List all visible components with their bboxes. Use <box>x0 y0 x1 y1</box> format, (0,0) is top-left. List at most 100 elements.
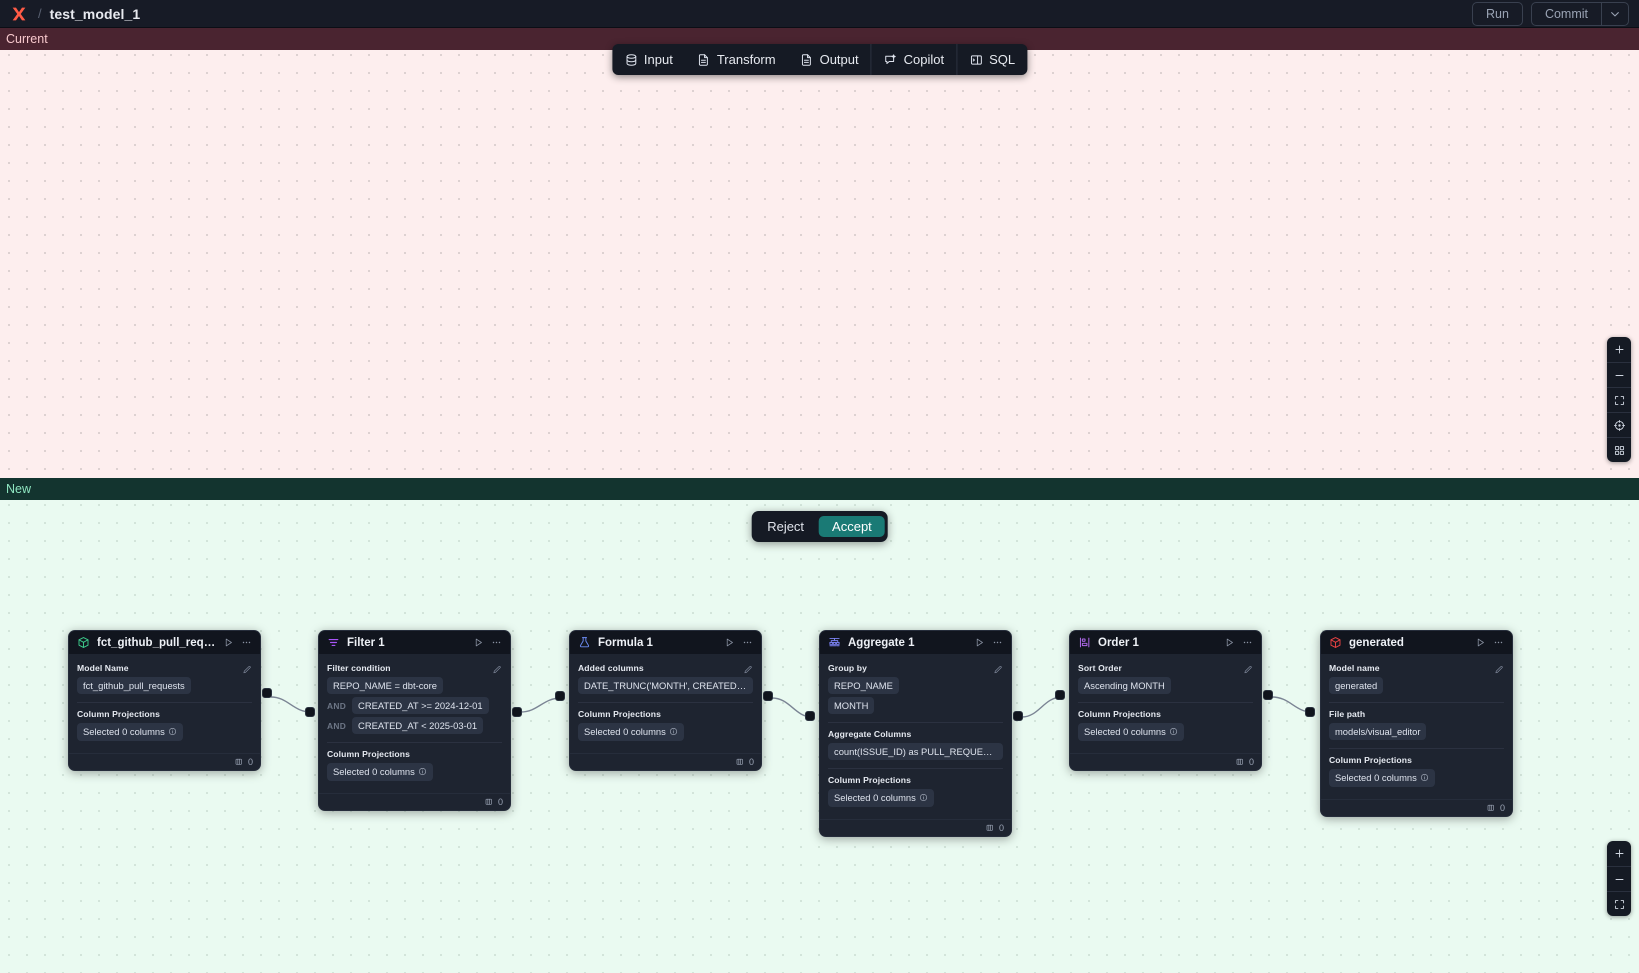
value-pill[interactable]: REPO_NAME <box>828 677 899 694</box>
value-pill-text: Selected 0 columns <box>584 726 666 737</box>
zoom-current-fit-view-icon[interactable] <box>1607 387 1631 412</box>
condition-value[interactable]: CREATED_AT >= 2024-12-01 <box>352 697 489 714</box>
ellipsis-icon[interactable] <box>491 637 502 648</box>
value-pill[interactable]: count(ISSUE_ID) as PULL_REQUEST_… <box>828 743 1003 760</box>
value-pill[interactable]: Selected 0 columns <box>1078 723 1184 742</box>
zoom-new-fit-view-icon[interactable] <box>1607 891 1631 916</box>
zoom-current-recenter-icon[interactable] <box>1607 412 1631 437</box>
value-pill[interactable]: Ascending MONTH <box>1078 677 1171 694</box>
info-icon[interactable] <box>919 793 928 804</box>
port-filter-in[interactable] <box>305 707 315 717</box>
filter-condition-row[interactable]: AND CREATED_AT >= 2024-12-01 <box>327 697 502 714</box>
port-generated-in[interactable] <box>1305 707 1315 717</box>
mode-tab-sql[interactable]: SQL <box>956 44 1027 75</box>
value-pill-text: generated <box>1335 680 1378 691</box>
port-order-out[interactable] <box>1263 690 1273 700</box>
value-pill[interactable]: Selected 0 columns <box>828 789 934 808</box>
chevron-down-icon[interactable] <box>1601 2 1628 25</box>
section-label: Filter condition <box>327 663 391 673</box>
zoom-current-plus-icon[interactable] <box>1607 337 1631 362</box>
play-icon[interactable] <box>724 637 735 648</box>
play-icon[interactable] <box>473 637 484 648</box>
run-button[interactable]: Run <box>1472 1 1523 26</box>
value-pill[interactable]: fct_github_pull_requests <box>77 677 191 694</box>
filter-condition-row[interactable]: REPO_NAME = dbt-core <box>327 677 502 694</box>
section-label: Column Projections <box>828 775 911 785</box>
value-pill[interactable]: MONTH <box>828 697 875 714</box>
value-pill[interactable]: Selected 0 columns <box>327 763 433 782</box>
play-icon[interactable] <box>1224 637 1235 648</box>
ellipsis-icon[interactable] <box>742 637 753 648</box>
section-label: Model name <box>1329 663 1380 673</box>
pencil-icon[interactable] <box>1243 662 1253 680</box>
column-count: 0 <box>1248 757 1254 768</box>
value-pill[interactable]: Selected 0 columns <box>1329 769 1435 788</box>
zoom-controls-current <box>1607 337 1631 462</box>
info-icon[interactable] <box>1420 773 1429 784</box>
zoom-current-minus-icon[interactable] <box>1607 362 1631 387</box>
ellipsis-icon[interactable] <box>241 637 252 648</box>
value-pill-text: Selected 0 columns <box>83 726 165 737</box>
current-pane-label: Current <box>0 28 1639 50</box>
mode-tab-output[interactable]: Output <box>788 44 871 75</box>
value-pill[interactable]: generated <box>1329 677 1384 694</box>
port-aggregate-in[interactable] <box>805 711 815 721</box>
commit-button[interactable]: Commit <box>1544 6 1588 21</box>
zoom-new-minus-icon[interactable] <box>1607 866 1631 891</box>
value-pill[interactable]: DATE_TRUNC('MONTH', CREATED_AT… <box>578 677 753 694</box>
info-icon[interactable] <box>1169 727 1178 738</box>
play-icon[interactable] <box>1475 637 1486 648</box>
info-icon[interactable] <box>418 767 427 778</box>
reject-button[interactable]: Reject <box>767 519 805 534</box>
ellipsis-icon[interactable] <box>992 637 1003 648</box>
port-formula-in[interactable] <box>555 691 565 701</box>
info-icon[interactable] <box>669 727 678 738</box>
mode-tab-transform[interactable]: Transform <box>685 44 788 75</box>
pencil-icon[interactable] <box>743 662 753 680</box>
play-icon[interactable] <box>223 637 234 648</box>
info-icon[interactable] <box>168 727 177 738</box>
port-formula-out[interactable] <box>763 691 773 701</box>
condition-value[interactable]: CREATED_AT < 2025-03-01 <box>352 717 484 734</box>
zoom-controls-new <box>1607 841 1631 916</box>
mode-tab-copilot[interactable]: Copilot <box>870 44 956 75</box>
node-footer: 0 <box>1070 753 1261 770</box>
pencil-icon[interactable] <box>1494 662 1504 680</box>
pencil-icon[interactable] <box>242 662 252 680</box>
database-icon <box>624 53 638 67</box>
value-pill[interactable]: Selected 0 columns <box>578 723 684 742</box>
zoom-new-plus-icon[interactable] <box>1607 841 1631 866</box>
dbt-x-logo-icon[interactable] <box>10 5 28 23</box>
port-filter-out[interactable] <box>512 707 522 717</box>
play-icon[interactable] <box>974 637 985 648</box>
zoom-current-grid-icon[interactable] <box>1607 437 1631 462</box>
value-pill[interactable]: Selected 0 columns <box>77 723 183 742</box>
port-aggregate-out[interactable] <box>1013 711 1023 721</box>
pencil-icon[interactable] <box>492 662 502 680</box>
value-pill[interactable]: models/visual_editor <box>1329 723 1427 740</box>
ellipsis-icon[interactable] <box>1242 637 1253 648</box>
port-order-in[interactable] <box>1055 690 1065 700</box>
mode-tab-input[interactable]: Input <box>612 44 685 75</box>
port-source-out[interactable] <box>262 688 272 698</box>
condition-value[interactable]: REPO_NAME = dbt-core <box>327 677 443 694</box>
pencil-icon[interactable] <box>993 662 1003 680</box>
columns-icon <box>1486 803 1496 813</box>
node-source[interactable]: fct_github_pull_requestsModel Namefct_gi… <box>68 630 261 772</box>
accept-button[interactable]: Accept <box>819 516 885 537</box>
ellipsis-icon[interactable] <box>1493 637 1504 648</box>
condition-operator: AND <box>327 700 347 711</box>
